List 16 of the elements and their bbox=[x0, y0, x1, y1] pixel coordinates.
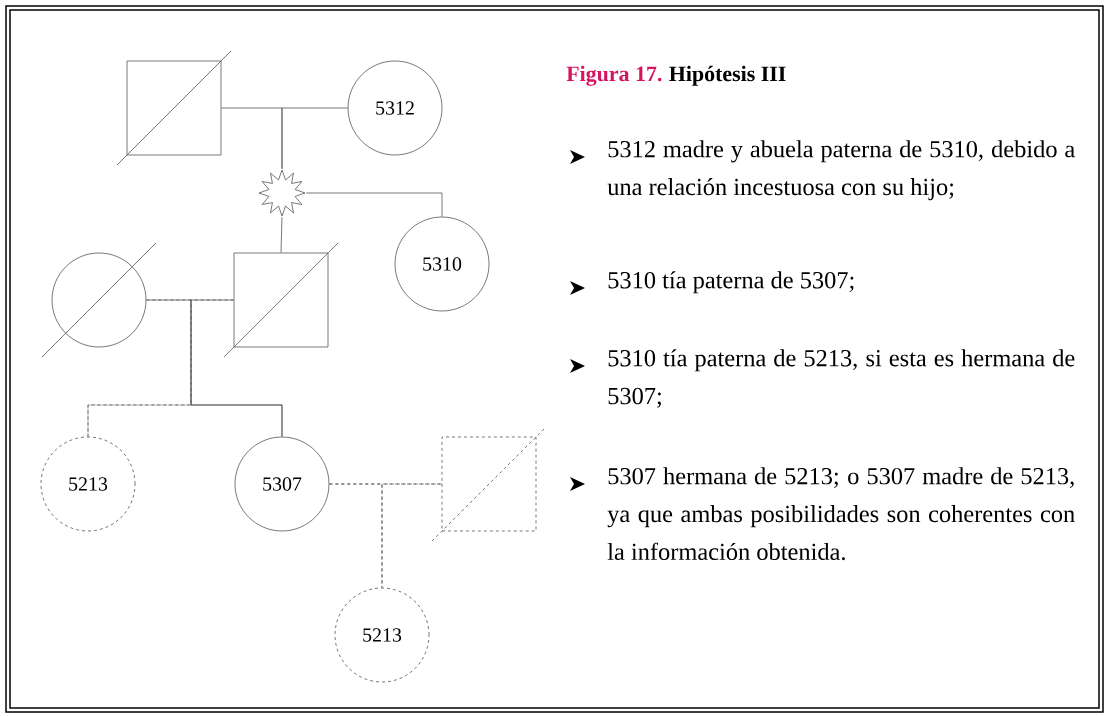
figure-title: Hipótesis III bbox=[669, 65, 786, 86]
pedigree-line bbox=[190, 299, 283, 437]
figure-number: Figura 17. bbox=[566, 65, 662, 86]
pedigree-line bbox=[305, 192, 443, 217]
starburst-symbol bbox=[258, 169, 306, 217]
bullet-text: 5310 tía paterna de 5307; bbox=[608, 271, 854, 294]
pedigree-line bbox=[381, 483, 442, 588]
bullet-text: 5307 hermana de 5213; o 5307 madre de 5213, ya que ambas posibilidades son coherentes con la información obtenida. bbox=[607, 467, 1075, 561]
deceased-male-square bbox=[116, 50, 232, 166]
pedigree-line bbox=[280, 216, 283, 253]
bullet-text: 5312 madre y abuela paterna de 5310, debido a una relación incestuosa con su hijo; bbox=[607, 140, 1075, 201]
deceased-male-square bbox=[431, 426, 547, 542]
deceased-female-circle bbox=[41, 242, 157, 358]
deceased-male-square bbox=[223, 242, 339, 358]
bullet-text: 5310 tía paterna de 5213, si esta es hermana de 5307; bbox=[608, 349, 1075, 408]
pedigree-line bbox=[281, 107, 348, 170]
